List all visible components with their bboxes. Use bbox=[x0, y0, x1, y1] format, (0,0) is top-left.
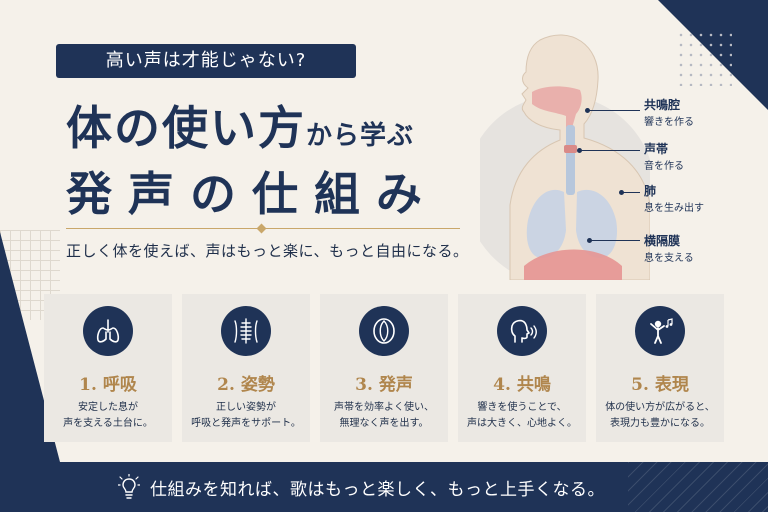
card-desc: 響きを使うことで、声は大きく、心地よく。 bbox=[458, 400, 586, 432]
card-posture: 2. 姿勢 正しい姿勢が呼吸と発声をサポート。 bbox=[182, 294, 310, 442]
label-title: 声帯 bbox=[644, 142, 669, 156]
vocal-cords bbox=[564, 145, 577, 153]
main-title-primary: 体の使い方 bbox=[66, 101, 306, 155]
label-title: 横隔膜 bbox=[644, 234, 681, 248]
footer-stripes bbox=[628, 462, 768, 512]
lightbulb-icon bbox=[118, 474, 140, 499]
card-title: 1. 呼吸 bbox=[79, 375, 137, 395]
main-title: 体の使い方から学ぶ bbox=[66, 92, 415, 155]
card-desc-line1: 体の使い方が広がると、 bbox=[605, 402, 715, 413]
leader-line-diaphragm bbox=[587, 238, 640, 243]
main-title-secondary: から学ぶ bbox=[306, 121, 415, 151]
label-vocal-cords: 声帯 音を作る bbox=[644, 140, 684, 172]
card-title: 2. 姿勢 bbox=[217, 375, 275, 395]
leader-line-vocal-cords bbox=[577, 148, 640, 153]
dot-pattern bbox=[676, 30, 732, 86]
card-desc-line2: 無理なく声を出す。 bbox=[339, 418, 429, 429]
subtitle: 正しく体を使えば、声はもっと楽に、もっと自由になる。 bbox=[66, 242, 469, 260]
card-title: 4. 共鳴 bbox=[493, 375, 551, 395]
main-title-line2: 発声の仕組み bbox=[66, 167, 438, 221]
card-desc-line1: 響きを使うことで、 bbox=[477, 402, 567, 413]
card-desc: 体の使い方が広がると、表現力も豊かになる。 bbox=[596, 400, 724, 432]
card-desc-line2: 表現力も豊かになる。 bbox=[610, 418, 710, 429]
label-desc: 息を支える bbox=[644, 253, 694, 264]
diaphragm bbox=[524, 249, 622, 280]
card-desc: 安定した息が声を支える土台に。 bbox=[44, 400, 172, 432]
anatomy-illustration bbox=[480, 34, 650, 280]
card-desc-line1: 正しい姿勢が bbox=[216, 402, 276, 413]
label-desc: 息を生み出す bbox=[644, 203, 704, 214]
card-vocalization: 3. 発声 声帯を効率よく使い、無理なく声を出す。 bbox=[320, 294, 448, 442]
spine-icon bbox=[221, 306, 271, 356]
label-title: 共鳴腔 bbox=[644, 98, 681, 112]
label-diaphragm: 横隔膜 息を支える bbox=[644, 232, 694, 264]
card-desc-line2: 声は大きく、心地よく。 bbox=[467, 418, 577, 429]
tagline-pill: 高い声は才能じゃない? bbox=[56, 44, 356, 78]
card-desc: 声帯を効率よく使い、無理なく声を出す。 bbox=[320, 400, 448, 432]
card-expression: 5. 表現 体の使い方が広がると、表現力も豊かになる。 bbox=[596, 294, 724, 442]
resonance-cavity bbox=[532, 86, 582, 128]
singer-icon bbox=[635, 306, 685, 356]
card-title: 3. 発声 bbox=[355, 375, 413, 395]
card-desc-line2: 呼吸と発声をサポート。 bbox=[191, 418, 301, 429]
title-divider bbox=[66, 228, 460, 229]
label-title: 肺 bbox=[644, 184, 657, 198]
card-breathing: 1. 呼吸 安定した息が声を支える土台に。 bbox=[44, 294, 172, 442]
card-desc-line1: 安定した息が bbox=[78, 402, 138, 413]
trachea bbox=[566, 125, 575, 195]
vocal-cords-icon bbox=[359, 306, 409, 356]
label-resonance: 共鳴腔 響きを作る bbox=[644, 96, 694, 128]
card-resonance: 4. 共鳴 響きを使うことで、声は大きく、心地よく。 bbox=[458, 294, 586, 442]
footer-banner: 仕組みを知れば、歌はもっと楽しく、もっと上手くなる。 bbox=[0, 462, 768, 512]
left-lung bbox=[526, 189, 566, 258]
label-desc: 音を作る bbox=[644, 161, 684, 172]
speaking-head-icon bbox=[497, 306, 547, 356]
card-desc-line1: 声帯を効率よく使い、 bbox=[334, 402, 434, 413]
footer-text: 仕組みを知れば、歌はもっと楽しく、もっと上手くなる。 bbox=[150, 480, 605, 500]
card-desc: 正しい姿勢が呼吸と発声をサポート。 bbox=[182, 400, 310, 432]
lungs-icon bbox=[83, 306, 133, 356]
card-desc-line2: 声を支える土台に。 bbox=[63, 418, 153, 429]
label-desc: 響きを作る bbox=[644, 117, 694, 128]
card-title: 5. 表現 bbox=[631, 375, 689, 395]
label-lungs: 肺 息を生み出す bbox=[644, 182, 704, 214]
leader-line-lungs bbox=[619, 190, 640, 195]
leader-line-resonance bbox=[585, 108, 640, 113]
